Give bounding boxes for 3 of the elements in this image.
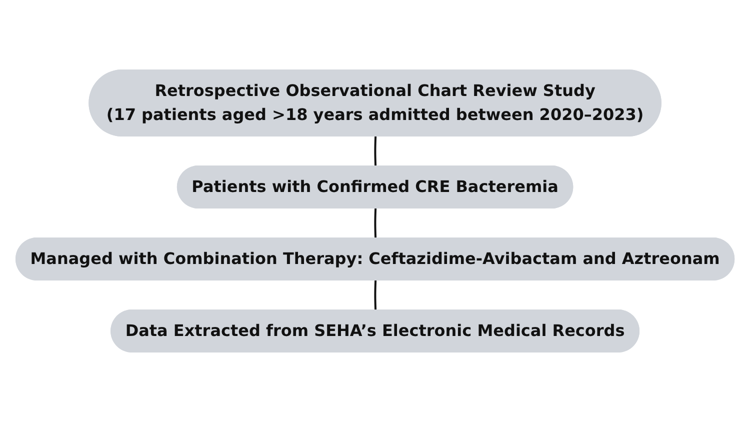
- connector: [374, 136, 376, 167]
- connector: [374, 208, 376, 239]
- connector: [374, 280, 376, 311]
